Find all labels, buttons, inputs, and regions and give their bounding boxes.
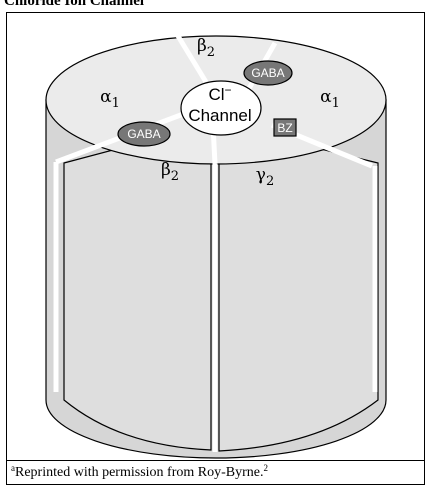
- channel-label-word: Channel: [188, 106, 251, 125]
- figure-heading: Chloride Ion Channel: [4, 0, 145, 9]
- figure-frame: [6, 12, 425, 485]
- front-panel-right: [218, 123, 379, 452]
- subunit-label-beta-front: β2: [161, 160, 179, 184]
- gaba-label-left: GABA: [127, 127, 160, 141]
- gaba-site-left: [117, 121, 171, 147]
- front-gaps: [53, 162, 378, 452]
- front-panel-left: [63, 123, 212, 451]
- gaba-site-right: [243, 60, 293, 86]
- channel-pore: [180, 80, 262, 136]
- subunit-label-beta-top: β2: [197, 36, 215, 60]
- footnote-text: Reprinted with permission from Roy-Byrne…: [15, 465, 264, 480]
- gaba-label-right: GABA: [251, 66, 284, 80]
- bz-label: BZ: [277, 121, 292, 135]
- footnote-reference: 2: [263, 463, 268, 473]
- caption-divider: [6, 460, 425, 461]
- channel-label-ion: Cl−: [208, 83, 231, 104]
- figure-caption: aReprinted with permission from Roy-Byrn…: [11, 463, 268, 481]
- footnote-marker: a: [11, 463, 15, 473]
- subunit-label-gamma-front: γ2: [256, 165, 274, 189]
- subunit-label-alpha-left: α1: [100, 87, 120, 111]
- subunit-label-alpha-right: α1: [320, 87, 340, 111]
- bz-site: [273, 118, 297, 137]
